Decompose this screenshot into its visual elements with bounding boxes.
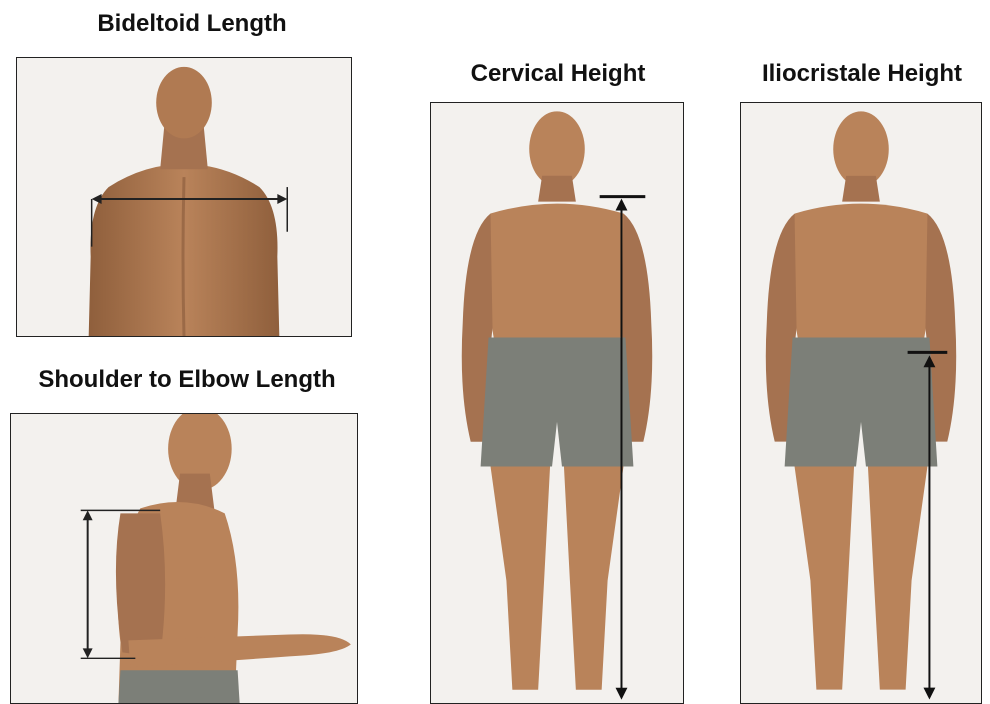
bideltoid-title: Bideltoid Length <box>72 10 312 38</box>
bideltoid-panel <box>16 57 352 337</box>
shoulder-elbow-panel <box>10 413 358 704</box>
arrowhead-top <box>83 510 93 520</box>
front-body-iliocristale <box>766 111 956 689</box>
bideltoid-illustration <box>17 58 351 336</box>
iliocristale-title: Iliocristale Height <box>734 60 990 88</box>
iliocristale-illustration <box>741 103 981 703</box>
arrowhead-left <box>92 194 102 204</box>
arrowhead-right <box>277 194 287 204</box>
arrowhead-bottom <box>616 688 628 700</box>
iliocristale-panel <box>740 102 982 704</box>
side-body <box>116 414 351 703</box>
cervical-illustration <box>431 103 683 703</box>
arrowhead-top <box>616 199 628 211</box>
shoulder-elbow-title: Shoulder to Elbow Length <box>0 366 374 394</box>
shoulder-elbow-illustration <box>11 414 357 703</box>
cervical-title: Cervical Height <box>430 60 686 88</box>
arrowhead-bottom <box>923 688 935 700</box>
back-body <box>89 67 280 336</box>
arrowhead-bottom <box>83 648 93 658</box>
cervical-panel <box>430 102 684 704</box>
